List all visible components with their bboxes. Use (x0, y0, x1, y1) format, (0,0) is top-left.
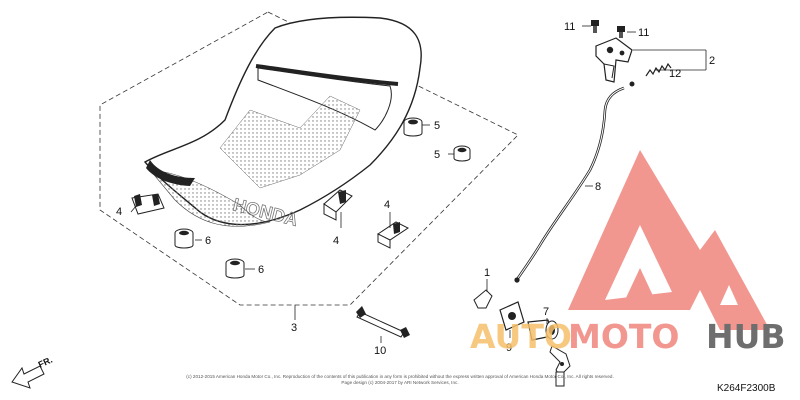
copyright-line-2: Page design (c) 2004-2017 by ARI Network… (341, 380, 458, 385)
callouts: 1 2 3 4 4 4 5 5 6 6 7 8 9 10 11 11 12 (116, 21, 715, 357)
callout-11a: 11 (564, 21, 575, 33)
part-7-key-cylinder (527, 319, 571, 387)
callout-5a: 5 (434, 120, 440, 132)
copyright-line-1: (c) 2012-2015 American Honda Motor Co., … (186, 374, 613, 379)
front-direction-arrow: FR. (11, 355, 54, 389)
callout-4a: 4 (116, 206, 122, 218)
arrow-icon (11, 365, 45, 389)
part-10-strap (356, 306, 410, 338)
callout-10: 10 (374, 345, 386, 357)
callout-4c: 4 (384, 199, 390, 211)
watermark-logo-icon (568, 150, 770, 330)
part-5-cushion-upper (403, 117, 423, 137)
part-2-latch-bracket (595, 37, 633, 83)
leader-lines (130, 25, 707, 343)
part-4-rubber-right (377, 221, 409, 249)
part-6-cushion-lower (225, 258, 245, 279)
part-11-bolt-left (591, 20, 599, 33)
callout-9: 9 (506, 342, 512, 354)
seat-wing-emblem (219, 95, 361, 189)
part-5-cushion-lower (453, 145, 471, 162)
callout-4b: 4 (333, 235, 339, 247)
assembly-outline (99, 11, 519, 306)
callout-3: 3 (291, 322, 297, 334)
seat-strap (255, 64, 399, 86)
seat-assembly: HONDA (143, 16, 422, 230)
watermark-text-auto: AUTO (470, 317, 572, 356)
watermark-text-moto: MOTO (568, 317, 679, 356)
callout-7: 7 (543, 306, 549, 318)
part-6-cushion-upper (174, 228, 194, 249)
part-12-spring (645, 62, 672, 77)
watermark-text-hub: HUB (706, 317, 786, 356)
part-code: K264F2300B (717, 383, 776, 394)
callout-2: 2 (709, 55, 715, 67)
callout-6b: 6 (258, 264, 264, 276)
direction-label: FR. (37, 355, 54, 370)
callout-5b: 5 (434, 149, 440, 161)
callout-11b: 11 (638, 27, 649, 39)
part-4-rubber-center (323, 189, 353, 221)
callout-8: 8 (595, 181, 601, 193)
part-11-bolt-right (617, 26, 625, 38)
part-9-lock-holder (499, 301, 525, 331)
callout-1: 1 (484, 267, 490, 279)
watermark: AUTO MOTO HUB (470, 150, 786, 356)
part-1-clip (473, 289, 493, 309)
callout-12: 12 (669, 68, 681, 80)
part-4-rubber-left (131, 193, 165, 215)
callout-6a: 6 (205, 235, 211, 247)
